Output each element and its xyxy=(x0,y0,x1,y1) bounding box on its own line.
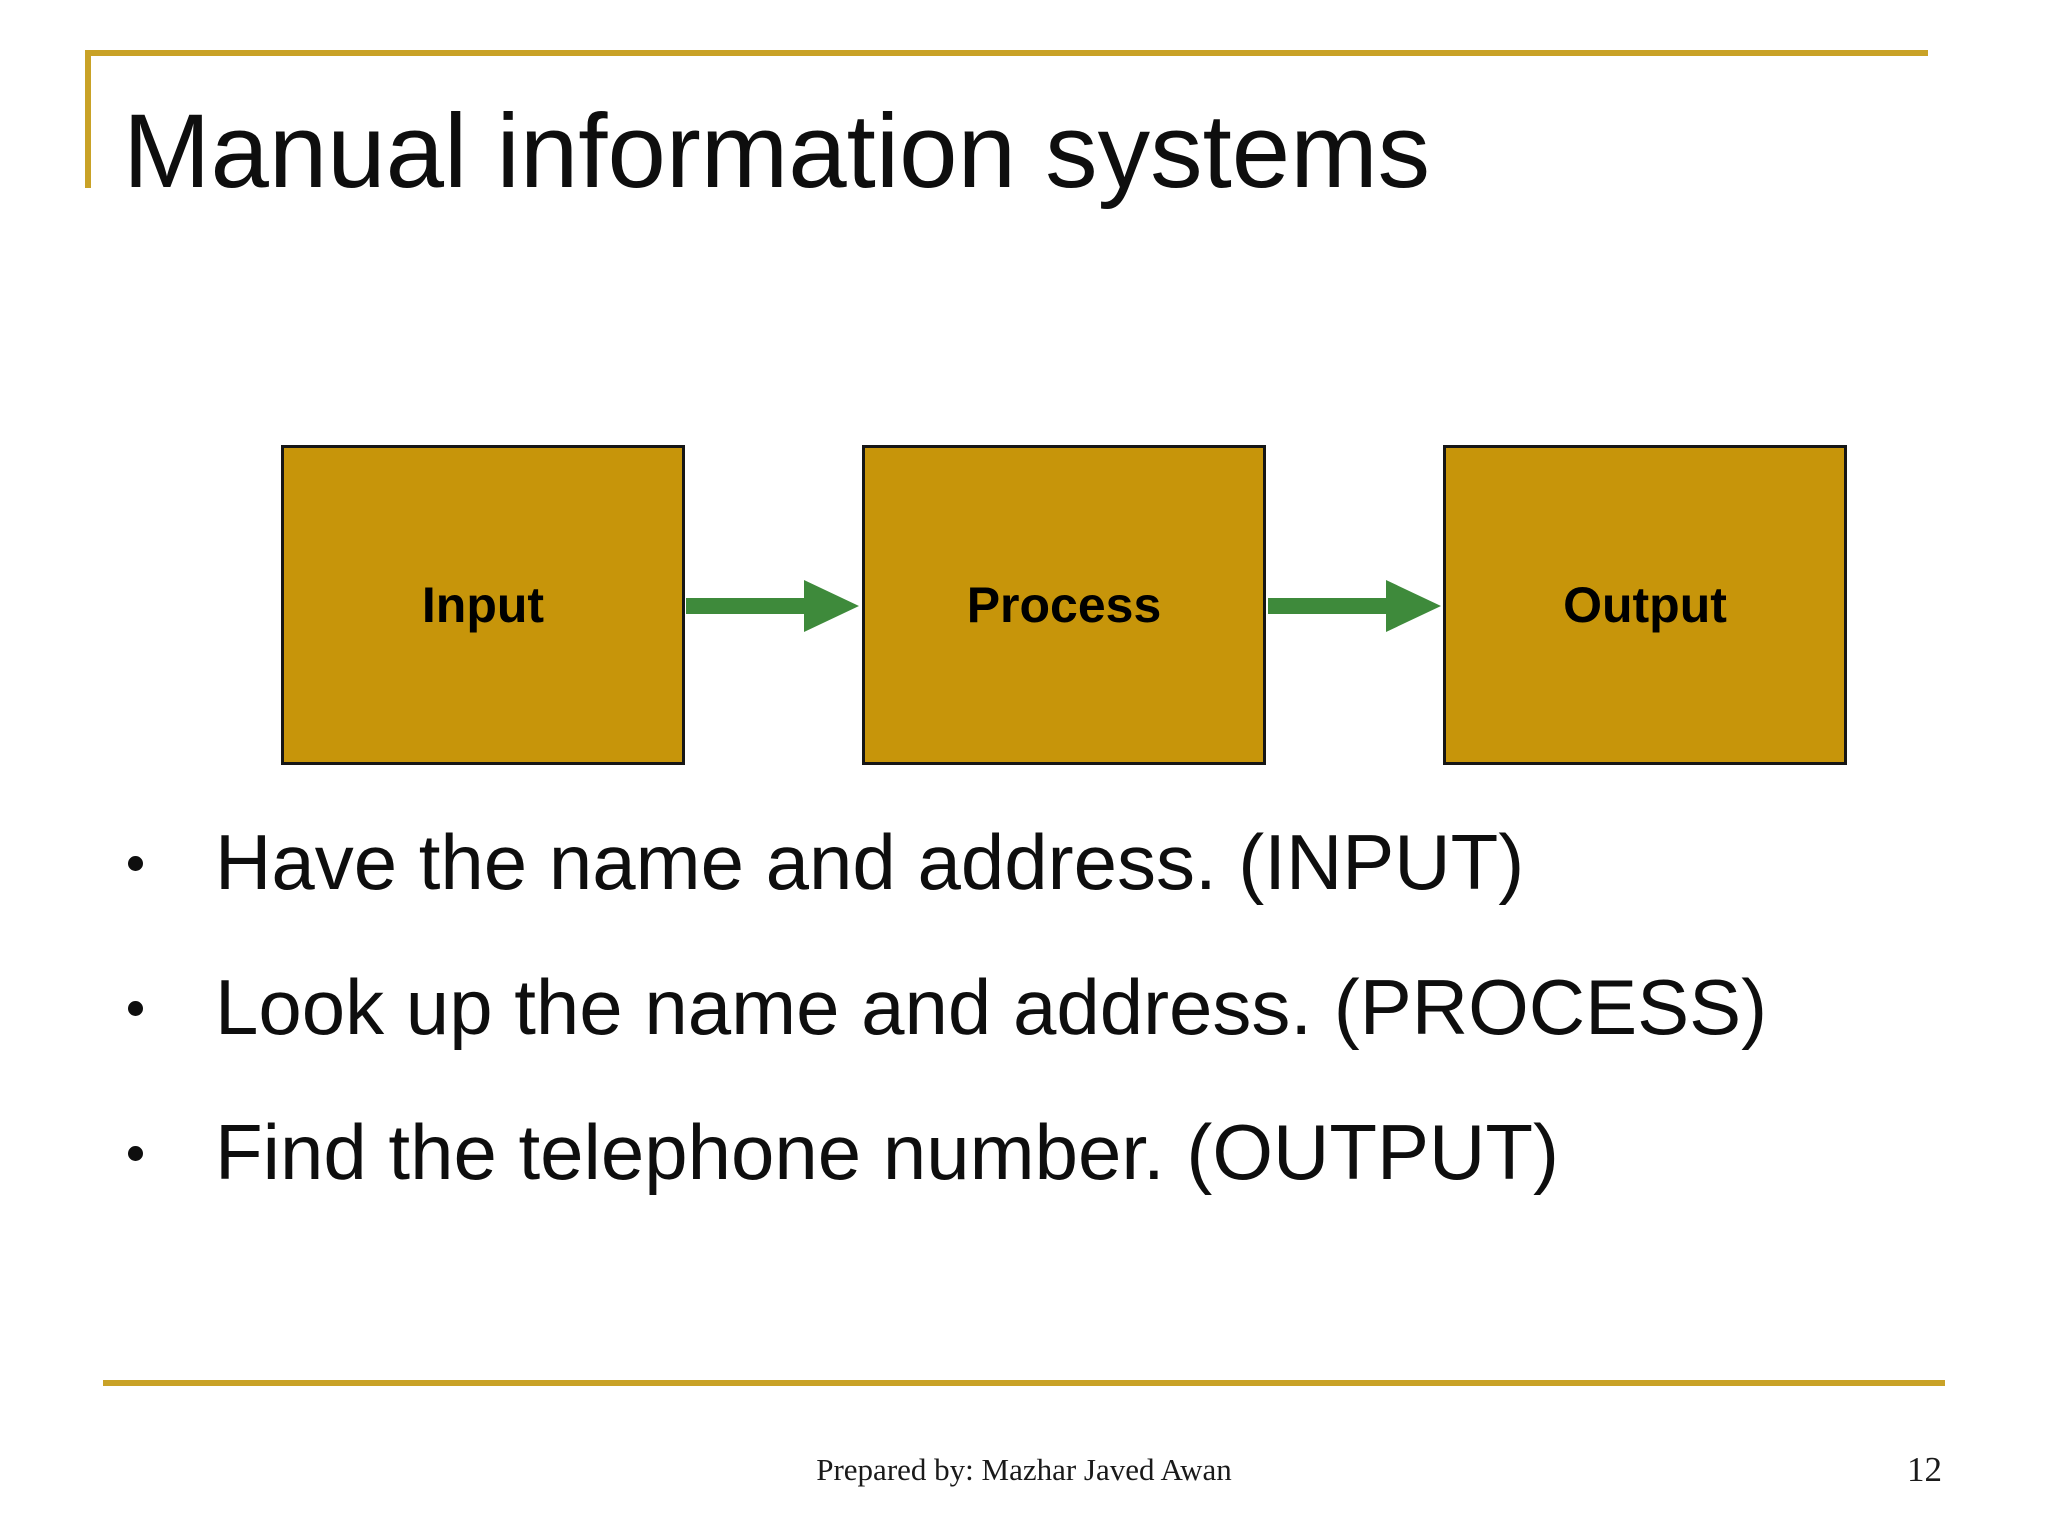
top-accent-rule xyxy=(85,50,1928,56)
bullet-dot-icon xyxy=(128,1146,143,1161)
bullet-text: Find the telephone number. (OUTPUT) xyxy=(215,1108,1559,1196)
arrow-right-icon xyxy=(686,580,859,632)
diagram-box-input: Input xyxy=(281,445,685,765)
diagram-box-process: Process xyxy=(862,445,1266,765)
diagram-box-input-label: Input xyxy=(421,577,545,633)
footer-credit: Prepared by: Mazhar Javed Awan xyxy=(816,1452,1232,1487)
page-title: Manual information systems xyxy=(123,93,1431,210)
bullet-text: Have the name and address. (INPUT) xyxy=(215,818,1525,906)
bottom-accent-rule xyxy=(103,1380,1945,1386)
bullet-item: Have the name and address. (INPUT) xyxy=(128,818,1978,908)
title-left-accent-rule xyxy=(85,50,91,188)
diagram-box-output-label: Output xyxy=(1563,577,1727,633)
bullet-dot-icon xyxy=(128,1001,143,1016)
diagram-box-process-label: Process xyxy=(966,577,1162,633)
bullet-dot-icon xyxy=(128,856,143,871)
diagram-box-output: Output xyxy=(1443,445,1847,765)
page-number: 12 xyxy=(1907,1450,1942,1489)
bullet-item: Look up the name and address. (PROCESS) xyxy=(128,963,1978,1053)
bullet-text: Look up the name and address. (PROCESS) xyxy=(215,963,1768,1051)
arrow-right-icon xyxy=(1268,580,1441,632)
bullet-item: Find the telephone number. (OUTPUT) xyxy=(128,1108,1978,1198)
